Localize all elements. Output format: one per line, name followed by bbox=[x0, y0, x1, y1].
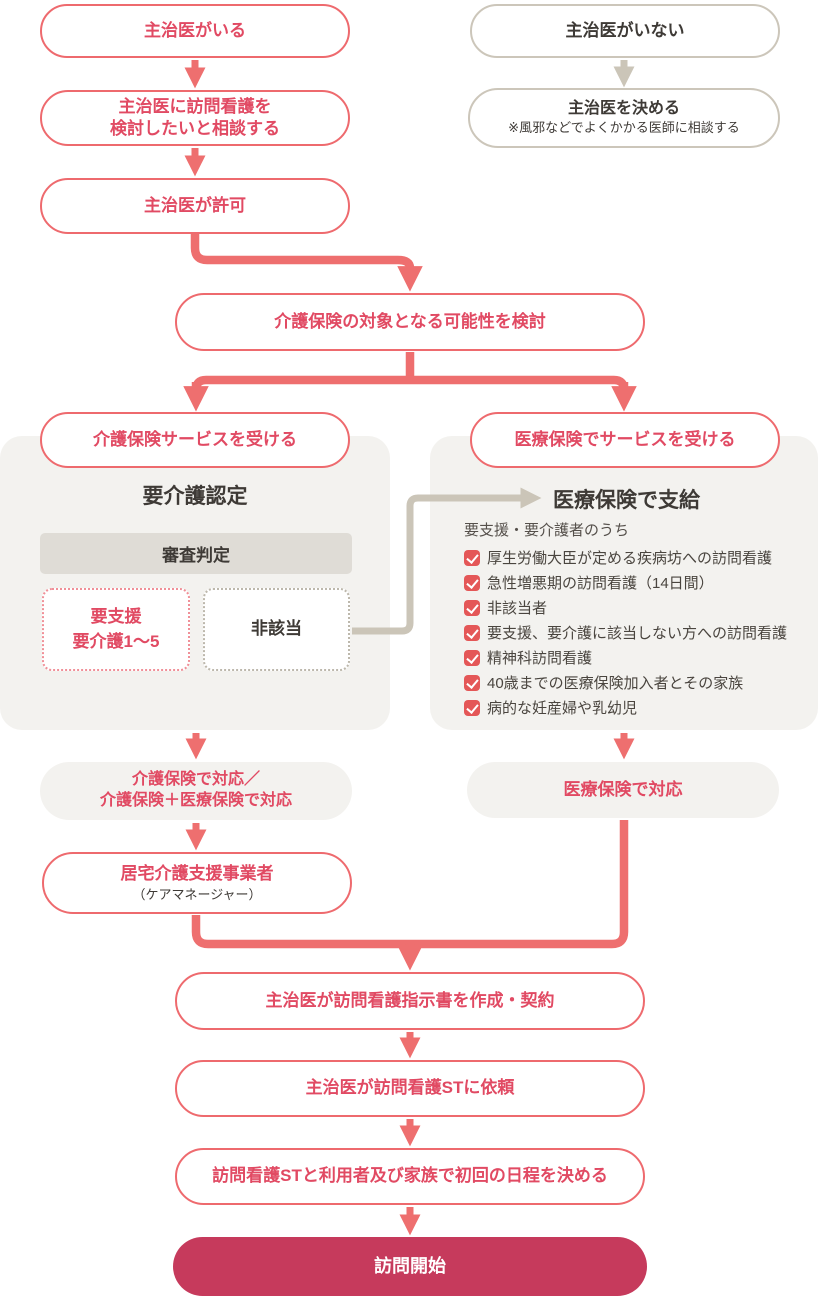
checklist-item-label: 精神科訪問看護 bbox=[487, 650, 593, 667]
arrow-hihaito-to-iryo-shikyu bbox=[352, 487, 542, 635]
node-st-irai-label: 主治医が訪問看護STに依頼 bbox=[305, 1078, 515, 1098]
box-yoshien-line1: 要支援 bbox=[90, 606, 142, 626]
box-hihaito-label: 非該当 bbox=[251, 619, 302, 639]
shinsa-hantei-bar: 審査判定 bbox=[40, 533, 352, 574]
node-consult-doctor-line1: 主治医に訪問看護を bbox=[118, 96, 272, 116]
node-kaigo-service: 介護保険サービスを受ける bbox=[40, 412, 350, 468]
node-kaigo-result-line1: 介護保険で対応／ bbox=[131, 771, 260, 789]
node-nittei-label: 訪問看護STと利用者及び家族で初回の日程を決める bbox=[212, 1166, 608, 1186]
node-care-manager-line2: （ケアマネージャー） bbox=[132, 886, 262, 902]
checklist-item: 精神科訪問看護 bbox=[464, 646, 814, 671]
node-no-doctor: 主治医がいない bbox=[470, 4, 780, 58]
node-decide-doctor: 主治医を決める ※風邪などでよくかかる医師に相談する bbox=[468, 88, 780, 148]
node-kaigo-result: 介護保険で対応／ 介護保険＋医療保険で対応 bbox=[40, 762, 352, 820]
merge-right bbox=[410, 820, 629, 949]
merge-left bbox=[191, 915, 410, 949]
checklist-item: 要支援、要介護に該当しない方への訪問看護 bbox=[464, 621, 814, 646]
checklist-item-label: 急性増悪期の訪問看護（14日間） bbox=[487, 575, 714, 592]
node-has-doctor-label: 主治医がいる bbox=[144, 20, 246, 40]
node-decide-doctor-note: ※風邪などでよくかかる医師に相談する bbox=[508, 120, 740, 136]
iryo-shikyu-heading: 医療保険で支給 bbox=[553, 489, 700, 512]
node-homon-kaishi: 訪問開始 bbox=[173, 1237, 647, 1296]
checklist-item-label: 厚生労働大臣が定める疾病坊への訪問看護 bbox=[487, 550, 773, 567]
node-consult-doctor-line2: 検討したいと相談する bbox=[110, 119, 280, 138]
checklist-item: 病的な妊産婦や乳幼児 bbox=[464, 696, 814, 721]
iryo-panel bbox=[430, 436, 818, 730]
split-bar bbox=[191, 375, 629, 391]
iryo-shikyu-subheading: 要支援・要介護者のうち bbox=[464, 522, 630, 539]
checklist-item-label: 非該当者 bbox=[487, 600, 548, 617]
checkbox-icon bbox=[464, 550, 480, 566]
node-doctor-approves: 主治医が許可 bbox=[40, 178, 350, 234]
checklist-item-label: 40歳までの医療保険加入者とその家族 bbox=[487, 675, 744, 692]
node-consult-doctor: 主治医に訪問看護を 検討したいと相談する bbox=[40, 90, 350, 146]
checkbox-icon bbox=[464, 700, 480, 716]
node-iryo-result: 医療保険で対応 bbox=[467, 762, 779, 818]
checkbox-icon bbox=[464, 575, 480, 591]
node-homon-kaishi-label: 訪問開始 bbox=[374, 1255, 446, 1276]
node-doctor-approves-label: 主治医が許可 bbox=[144, 195, 246, 215]
checkbox-icon bbox=[464, 625, 480, 641]
node-shijisho-sakusei: 主治医が訪問看護指示書を作成・契約 bbox=[175, 972, 645, 1030]
node-kaigo-service-label: 介護保険サービスを受ける bbox=[93, 429, 297, 449]
node-consider-kaigo-hoken: 介護保険の対象となる可能性を検討 bbox=[175, 293, 645, 351]
shinsa-hantei-label: 審査判定 bbox=[162, 546, 230, 565]
node-st-irai: 主治医が訪問看護STに依頼 bbox=[175, 1060, 645, 1117]
node-care-manager-line1: 居宅介護支援事業者 bbox=[120, 863, 274, 883]
node-consider-label: 介護保険の対象となる可能性を検討 bbox=[274, 311, 546, 331]
node-iryo-service: 医療保険でサービスを受ける bbox=[470, 412, 780, 468]
node-has-doctor: 主治医がいる bbox=[40, 4, 350, 58]
checklist-item: 厚生労働大臣が定める疾病坊への訪問看護 bbox=[464, 546, 814, 571]
node-nittei-kimeru: 訪問看護STと利用者及び家族で初回の日程を決める bbox=[175, 1148, 645, 1205]
checkbox-icon bbox=[464, 600, 480, 616]
kaigo-nintei-heading: 要介護認定 bbox=[142, 485, 248, 508]
checklist-item: 40歳までの医療保険加入者とその家族 bbox=[464, 671, 814, 696]
arrow-approve-to-consider bbox=[190, 234, 423, 292]
box-yoshien-yokaigo: 要支援 要介護1〜5 bbox=[42, 588, 190, 671]
checkbox-icon bbox=[464, 675, 480, 691]
node-care-manager: 居宅介護支援事業者 （ケアマネージャー） bbox=[42, 852, 352, 914]
checkbox-icon bbox=[464, 650, 480, 666]
box-hihaito: 非該当 bbox=[203, 588, 350, 671]
checklist-item: 急性増悪期の訪問看護（14日間） bbox=[464, 571, 814, 596]
node-iryo-service-label: 医療保険でサービスを受ける bbox=[514, 429, 736, 449]
node-iryo-result-label: 医療保険で対応 bbox=[563, 779, 683, 799]
kaigo-panel bbox=[0, 436, 390, 730]
node-kaigo-result-line2: 介護保険＋医療保険で対応 bbox=[99, 792, 292, 809]
node-shijisho-label: 主治医が訪問看護指示書を作成・契約 bbox=[265, 990, 555, 1010]
iryo-checklist: 厚生労働大臣が定める疾病坊への訪問看護 急性増悪期の訪問看護（14日間） 非該当… bbox=[464, 546, 814, 721]
node-no-doctor-label: 主治医がいない bbox=[565, 20, 685, 40]
node-decide-doctor-title: 主治医を決める bbox=[567, 99, 680, 117]
box-yoshien-line2: 要介護1〜5 bbox=[72, 631, 160, 651]
checklist-item: 非該当者 bbox=[464, 596, 814, 621]
checklist-item-label: 病的な妊産婦や乳幼児 bbox=[487, 700, 638, 717]
checklist-item-label: 要支援、要介護に該当しない方への訪問看護 bbox=[487, 625, 788, 642]
